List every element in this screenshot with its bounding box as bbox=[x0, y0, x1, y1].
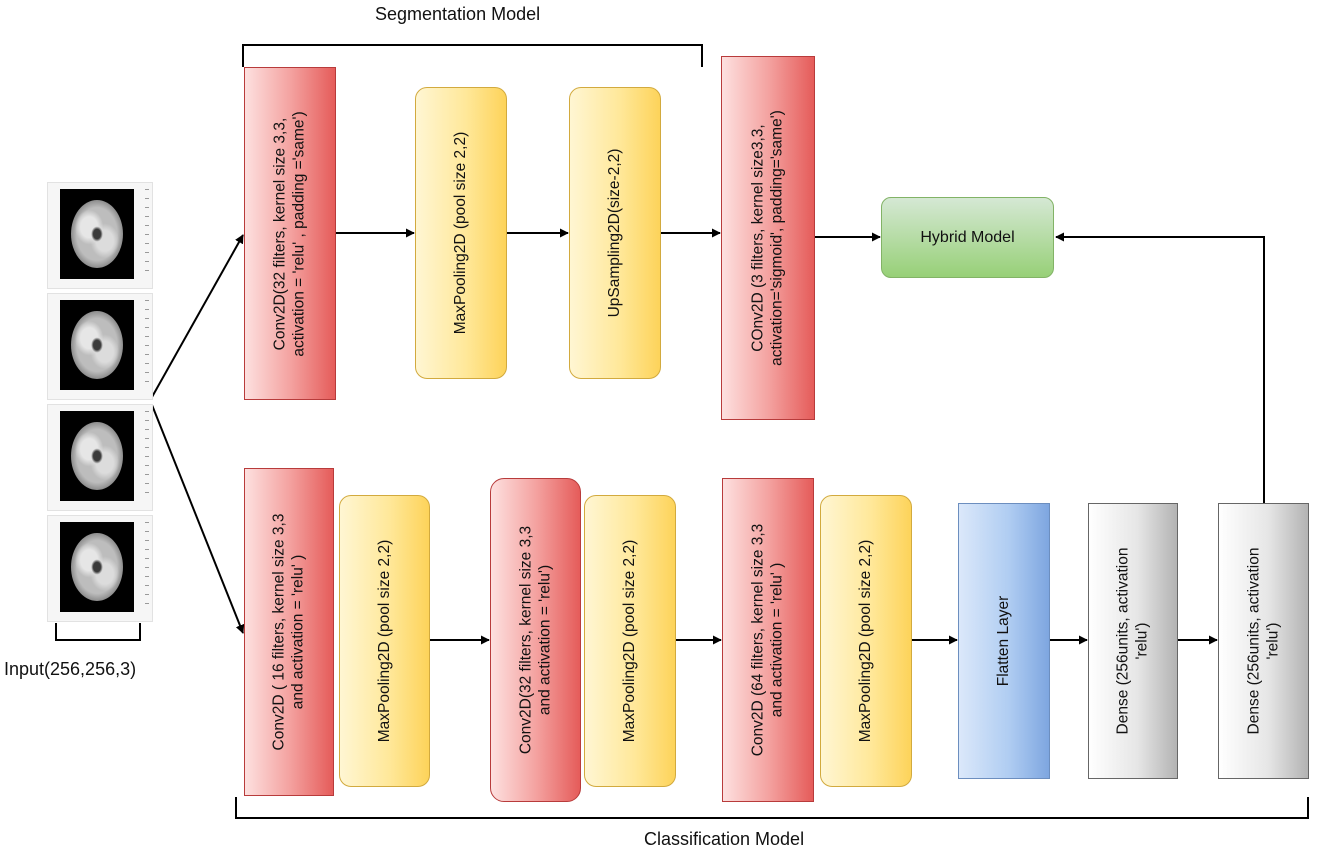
dense-2-block: Dense (256units, activation'relu') bbox=[1218, 503, 1309, 779]
cls-conv2d-16-line2: and activation = 'relu' ) bbox=[289, 554, 306, 710]
seg-upsampling-label: UpSampling2D(size-2,2) bbox=[605, 148, 623, 318]
segmentation-bracket bbox=[242, 44, 703, 67]
seg-maxpooling-label: MaxPooling2D (pool size 2,2) bbox=[451, 131, 469, 335]
dense-2-line2: 'relu') bbox=[1263, 622, 1281, 660]
brain-slice-image bbox=[47, 404, 153, 511]
brain-slice-image bbox=[47, 182, 153, 289]
cls-conv2d-64-line1: Conv2D (64 filters, kernel size 3,3 bbox=[749, 523, 767, 757]
classification-model-label: Classification Model bbox=[644, 829, 805, 849]
dense-1-line1: Dense (256units, activation bbox=[1114, 547, 1132, 735]
hybrid-model-label: Hybrid Model bbox=[920, 228, 1015, 246]
input-label: Input(256,256,3) bbox=[4, 659, 137, 679]
input-to-segmentation-arrow bbox=[151, 234, 244, 398]
dense-1-block: Dense (256units, activation'relu') bbox=[1088, 503, 1178, 779]
cls-maxpooling-1-label: MaxPooling2D (pool size 2,2) bbox=[375, 539, 393, 743]
classification-bracket bbox=[235, 797, 1309, 819]
cls-maxpooling-1-block: MaxPooling2D (pool size 2,2) bbox=[339, 495, 430, 787]
dense-1-line2: 'relu') bbox=[1133, 622, 1150, 660]
input-bracket bbox=[55, 623, 141, 641]
seg-conv2d-line1: Conv2D(32 filters, kernel size 3,3, bbox=[271, 117, 289, 350]
seg-conv2d-output-line2: activation='sigmoid', padding='same') bbox=[768, 110, 785, 366]
hybrid-model-block: Hybrid Model bbox=[881, 197, 1054, 278]
flatten-layer-block: Flatten Layer bbox=[958, 503, 1050, 779]
cls-conv2d-32-line2: and activation = 'relu') bbox=[535, 564, 553, 716]
seg-conv2d-block: Conv2D(32 filters, kernel size 3,3,activ… bbox=[244, 67, 336, 400]
cls-maxpooling-3-label: MaxPooling2D (pool size 2,2) bbox=[856, 539, 874, 743]
dense-to-hybrid-arrow bbox=[1055, 232, 1265, 503]
seg-conv2d-output-block: COnv2D (3 filters, kernel size3,3,activa… bbox=[721, 56, 815, 420]
cls-maxpooling-3-block: MaxPooling2D (pool size 2,2) bbox=[820, 495, 912, 787]
seg-upsampling-block: UpSampling2D(size-2,2) bbox=[569, 87, 661, 379]
cls-conv2d-64-line2: and activation = 'relu' ) bbox=[768, 562, 785, 718]
seg-conv2d-line2: activation = 'relu' , padding ='same') bbox=[290, 110, 307, 357]
brain-slice-image bbox=[47, 293, 153, 400]
segmentation-model-label: Segmentation Model bbox=[375, 4, 541, 24]
dense-2-line1: Dense (256units, activation bbox=[1245, 547, 1262, 735]
cls-maxpooling-2-block: MaxPooling2D (pool size 2,2) bbox=[584, 495, 676, 787]
brain-slice-image bbox=[47, 515, 153, 622]
seg-maxpooling-block: MaxPooling2D (pool size 2,2) bbox=[415, 87, 507, 379]
cls-conv2d-16-line1: Conv2D ( 16 filters, kernel size 3,3 bbox=[270, 513, 288, 751]
cls-conv2d-32-line1: Conv2D(32 filters, kernel size 3,3 bbox=[517, 525, 534, 755]
cls-maxpooling-2-label: MaxPooling2D (pool size 2,2) bbox=[620, 539, 638, 743]
seg-conv2d-output-line1: COnv2D (3 filters, kernel size3,3, bbox=[749, 124, 767, 352]
input-to-classification-arrow bbox=[151, 404, 245, 634]
flatten-layer-label: Flatten Layer bbox=[994, 595, 1012, 687]
